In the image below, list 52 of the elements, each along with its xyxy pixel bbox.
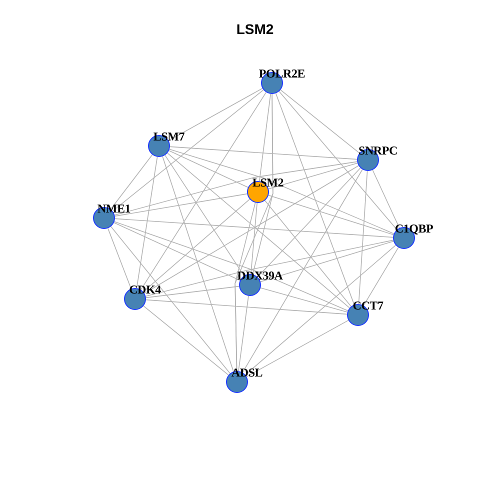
edge-line	[112, 90, 264, 212]
edge-line	[242, 169, 363, 373]
chart-title: LSM2	[236, 21, 274, 38]
edge-line	[268, 194, 394, 236]
edge-line	[162, 156, 234, 372]
edge-line	[114, 161, 358, 216]
node-label: POLR2E	[258, 68, 306, 80]
edge-line	[110, 154, 153, 210]
edge-line	[169, 148, 394, 234]
edge-line	[280, 90, 360, 154]
edge-line	[114, 193, 248, 217]
node-label: DDX39A	[237, 270, 283, 282]
edge-line	[275, 92, 355, 306]
edge-line	[260, 288, 348, 312]
edge-line	[234, 202, 256, 372]
edge-line	[146, 286, 240, 298]
node-label: C1QBP	[394, 222, 434, 236]
edge-line	[257, 168, 361, 278]
edge-line	[167, 152, 350, 308]
edge-line	[168, 88, 263, 141]
edge-line	[268, 162, 358, 190]
edge-line	[140, 92, 266, 290]
edge-line	[259, 94, 271, 182]
edge-line	[136, 156, 158, 288]
edge-line	[170, 146, 358, 160]
edge-line	[372, 170, 400, 228]
node-label: SNRPC	[358, 144, 398, 158]
edge-line	[278, 91, 398, 230]
edge-line	[363, 247, 399, 306]
edge-line	[146, 299, 348, 315]
edge-line	[145, 240, 394, 297]
node-label: CDK4	[129, 284, 161, 296]
edge-line	[264, 200, 352, 307]
edge-line	[114, 221, 348, 312]
node-label: NME1	[97, 202, 131, 216]
edge-line	[238, 296, 249, 372]
edge-line	[144, 165, 359, 294]
edge-line	[143, 306, 229, 376]
node-label: LSM7	[153, 130, 185, 144]
edge-line	[114, 218, 394, 238]
edge-line	[168, 150, 248, 188]
edge-line	[110, 226, 230, 374]
edge-line	[250, 202, 258, 274]
edge-line	[108, 228, 132, 290]
node-label: LSM2	[252, 176, 284, 190]
edge-line	[246, 320, 349, 378]
edge-line	[358, 170, 368, 304]
node-label: CCT7	[352, 300, 384, 312]
edge-line	[114, 222, 240, 281]
node-label: ADSL	[231, 366, 263, 380]
edge-line	[260, 240, 394, 282]
edge-line	[164, 154, 244, 276]
